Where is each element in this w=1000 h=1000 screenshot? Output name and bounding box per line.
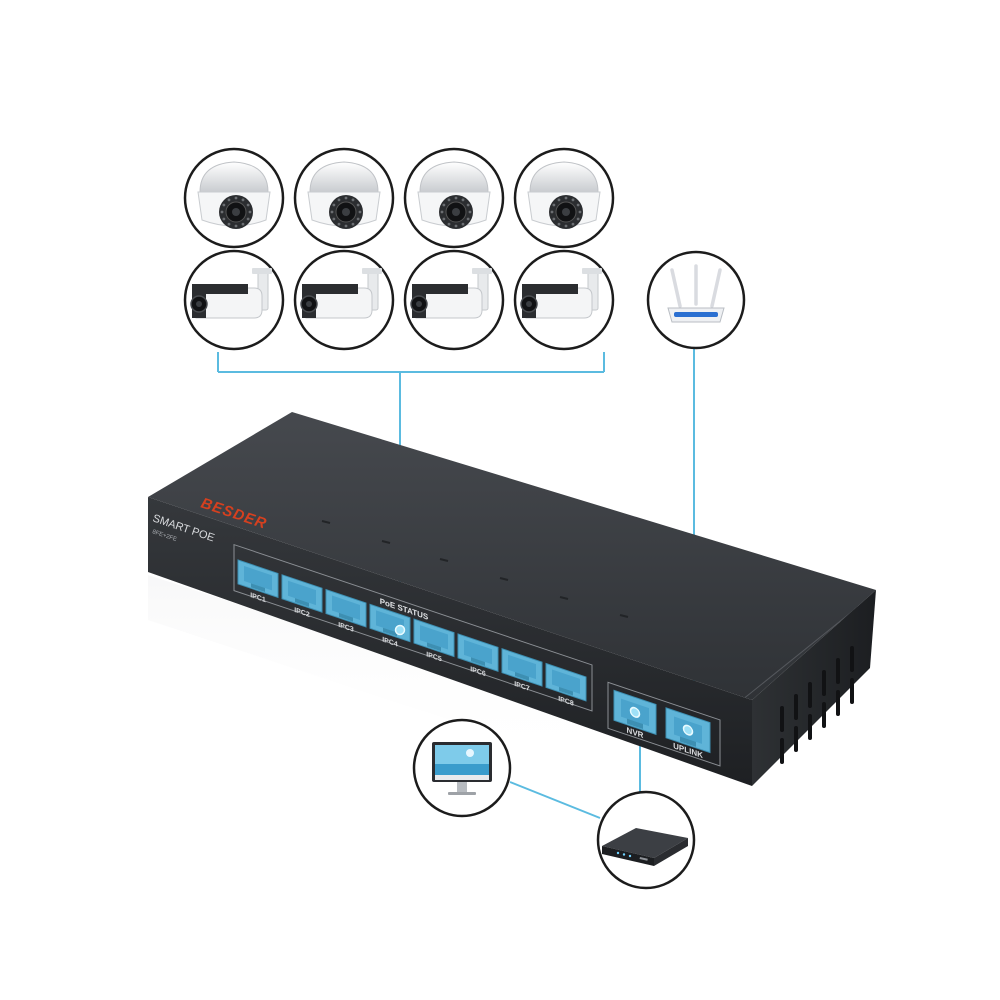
monitor-device <box>412 718 512 818</box>
monitor-icon <box>432 742 492 795</box>
dome-camera <box>183 147 285 249</box>
poe-port: IPC6 <box>457 633 499 678</box>
nvr-uplink-bracket <box>607 681 721 767</box>
nvr-recorder-device <box>596 790 696 890</box>
poe-port: IPC1 <box>237 559 279 604</box>
poe-port: IPC8 <box>545 662 587 708</box>
dome-camera <box>293 147 395 249</box>
dome-camera-icon <box>527 161 601 229</box>
dome-camera-icon <box>307 161 381 229</box>
bullet-camera-icon <box>410 268 492 319</box>
dome-camera <box>403 147 505 249</box>
uplink-port-dot <box>682 724 694 736</box>
switch-top <box>148 412 876 700</box>
nvr-recorder-icon <box>602 828 688 866</box>
monitor-to-recorder-line <box>509 781 601 819</box>
bullet-camera-row <box>183 249 615 351</box>
bullet-camera-icon <box>300 268 382 319</box>
poe-port: IPC7 <box>501 648 543 693</box>
switch-side <box>752 590 876 786</box>
bullet-camera-icon <box>520 268 602 319</box>
dome-camera <box>513 147 615 249</box>
bullet-camera-icon <box>190 268 272 319</box>
bullet-camera <box>513 249 615 351</box>
top-vent-marks <box>321 520 629 618</box>
nvr-port-dot <box>629 706 641 718</box>
camera-link-dot <box>394 624 406 636</box>
side-vents <box>780 646 854 764</box>
bullet-camera <box>293 249 395 351</box>
router-device <box>646 250 746 350</box>
switch-reflection <box>148 575 600 770</box>
bullet-camera <box>183 249 285 351</box>
dome-camera-icon <box>417 161 491 229</box>
poe-switch: BESDER SMART POE 8FE+2FE PoE STATUS IPC1… <box>148 412 876 786</box>
bullet-camera <box>403 249 505 351</box>
dome-camera-row <box>183 147 615 249</box>
wifi-router-icon <box>667 264 725 323</box>
poe-port-bracket <box>233 543 593 712</box>
dome-camera-icon <box>197 161 271 229</box>
